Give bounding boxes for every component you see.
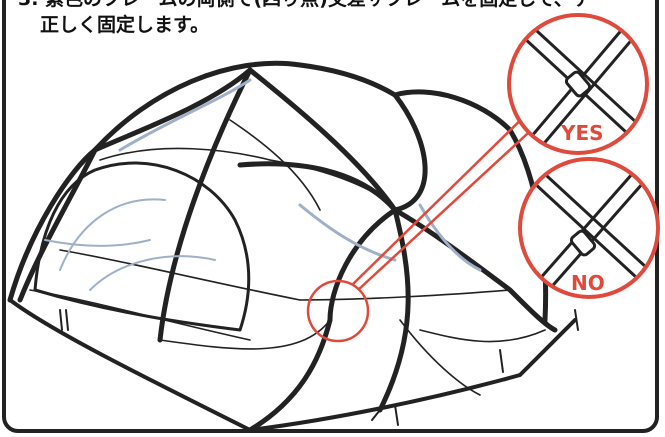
door-panel xyxy=(33,161,251,332)
no-label: NO xyxy=(571,271,605,295)
instruction-text: 3. 紫色のフレームの両側で(四り点)交差サフレームを固定して、テ 正しく固定し… xyxy=(18,0,658,38)
junction-callout xyxy=(306,102,541,343)
pole-highlights xyxy=(118,78,482,272)
junction-marker xyxy=(306,279,370,343)
ground-stakes xyxy=(59,309,579,426)
instruction-line-1: 3. 紫色のフレームの両側で(四り点)交差サフレームを固定して、テ xyxy=(18,0,658,12)
tent-poles xyxy=(17,67,558,433)
tent-body xyxy=(7,60,577,432)
callout-leader-line-2 xyxy=(357,121,541,291)
callout-leader-line xyxy=(351,102,539,286)
no-callout: NO xyxy=(518,157,660,299)
yes-callout: YES xyxy=(507,13,649,155)
instruction-line-2: 正しく固定します。 xyxy=(40,14,210,36)
yes-label: YES xyxy=(560,121,604,145)
